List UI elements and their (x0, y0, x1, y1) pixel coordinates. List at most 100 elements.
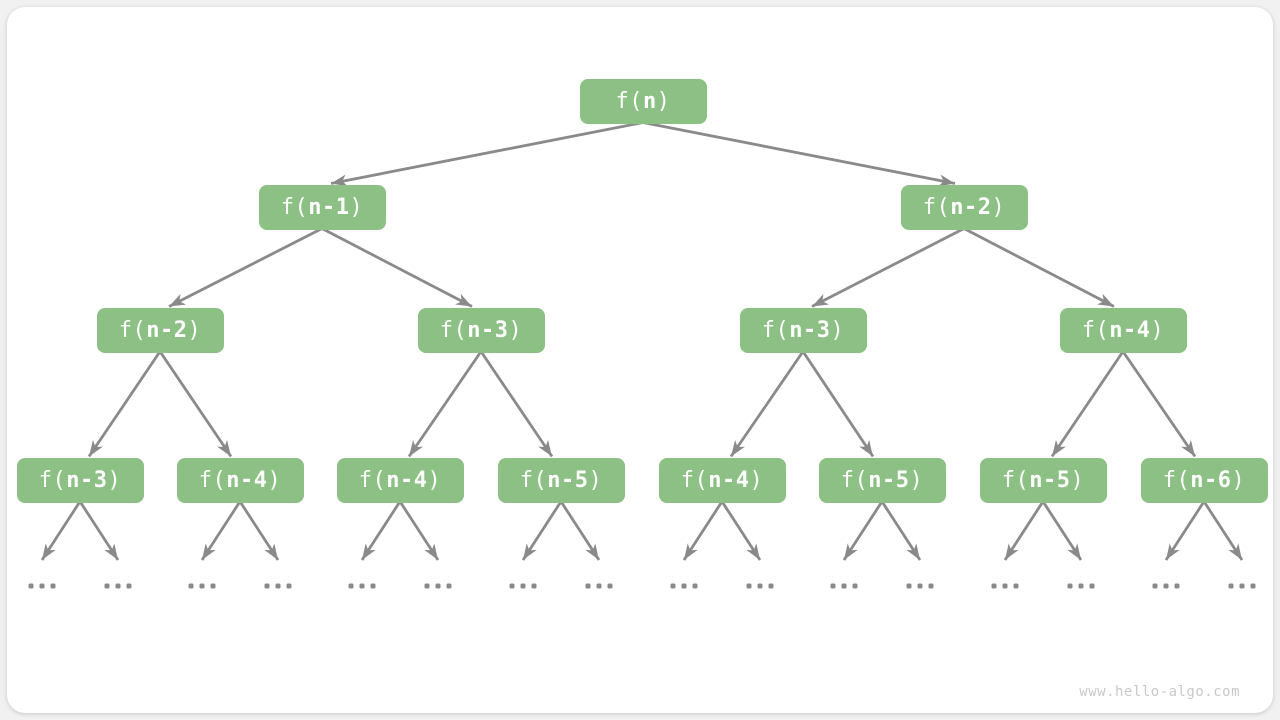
ellipsis (830, 583, 858, 589)
ellipsis-dot (370, 583, 376, 589)
ellipsis-dot (210, 583, 216, 589)
node-label: n (643, 88, 657, 114)
node-label: ) (187, 317, 202, 343)
ellipsis (991, 583, 1019, 589)
node-label: ) (1150, 317, 1165, 343)
ellipsis (1152, 583, 1180, 589)
ellipsis (264, 583, 292, 589)
node-label: f( (615, 88, 643, 114)
ellipsis-dot (264, 583, 270, 589)
node-label: ) (1070, 467, 1085, 493)
tree-node-f-n-3: f(n-3) (739, 307, 867, 353)
ellipsis (188, 583, 216, 589)
node-label: f( (118, 317, 147, 343)
ellipsis-dot (275, 583, 281, 589)
watermark: www.hello-algo.com (1079, 684, 1240, 700)
ellipsis-dot (520, 583, 526, 589)
ellipsis-dot (1002, 583, 1008, 589)
node-label: n-5 (547, 467, 589, 493)
ellipsis (1067, 583, 1095, 589)
node-label: ) (508, 317, 523, 343)
tree-node-f-n-4: f(n-4) (658, 457, 786, 503)
node-label: f( (680, 467, 709, 493)
ellipsis (348, 583, 376, 589)
ellipsis-dot (991, 583, 997, 589)
node-label: n-4 (226, 467, 268, 493)
ellipsis-dot (1067, 583, 1073, 589)
node-label: f( (840, 467, 869, 493)
node-label: n-5 (1029, 467, 1071, 493)
ellipsis-dot (852, 583, 858, 589)
ellipsis (746, 583, 774, 589)
ellipsis-dot (1163, 583, 1169, 589)
node-label: f( (198, 467, 227, 493)
ellipsis-dot (435, 583, 441, 589)
node-label: f( (1081, 317, 1110, 343)
node-label: ) (909, 467, 924, 493)
ellipsis-dot (928, 583, 934, 589)
node-label: ) (991, 194, 1006, 220)
ellipsis-dot (509, 583, 515, 589)
ellipsis-dot (1089, 583, 1095, 589)
node-label: n-3 (66, 467, 108, 493)
ellipsis-dot (1174, 583, 1180, 589)
tree-node-f-n-3: f(n-3) (16, 457, 144, 503)
ellipsis-dot (424, 583, 430, 589)
node-label: f( (38, 467, 67, 493)
node-label: ) (427, 467, 442, 493)
node-label: n-2 (950, 194, 992, 220)
ellipsis-dot (188, 583, 194, 589)
ellipsis-dot (446, 583, 452, 589)
ellipsis (509, 583, 537, 589)
node-label: f( (1001, 467, 1030, 493)
ellipsis-dot (906, 583, 912, 589)
ellipsis-dot (1239, 583, 1245, 589)
ellipsis-dot (1152, 583, 1158, 589)
node-label: ) (830, 317, 845, 343)
node-label: f( (761, 317, 790, 343)
ellipsis-dot (199, 583, 205, 589)
tree-node-f-n: f(n) (579, 78, 707, 124)
node-label: n-4 (708, 467, 750, 493)
node-label: n-3 (789, 317, 831, 343)
tree-node-f-n-5: f(n-5) (497, 457, 625, 503)
ellipsis-dot (768, 583, 774, 589)
ellipsis-dot (596, 583, 602, 589)
tree-node-f-n-4: f(n-4) (336, 457, 464, 503)
node-label: ) (656, 88, 671, 114)
ellipsis-dot (670, 583, 676, 589)
ellipsis-dot (1013, 583, 1019, 589)
ellipsis-dot (104, 583, 110, 589)
ellipsis-dot (28, 583, 34, 589)
ellipsis (906, 583, 934, 589)
ellipsis (670, 583, 698, 589)
node-label: f( (519, 467, 548, 493)
node-label: n-5 (868, 467, 910, 493)
tree-node-f-n-5: f(n-5) (818, 457, 946, 503)
ellipsis-dot (585, 583, 591, 589)
ellipsis-dot (607, 583, 613, 589)
ellipsis (28, 583, 56, 589)
ellipsis-dot (681, 583, 687, 589)
ellipsis (104, 583, 132, 589)
tree-node-f-n-6: f(n-6) (1140, 457, 1268, 503)
ellipsis-dot (1078, 583, 1084, 589)
node-label: ) (107, 467, 122, 493)
node-label: ) (267, 467, 282, 493)
tree-node-f-n-4: f(n-4) (1059, 307, 1187, 353)
node-label: ) (588, 467, 603, 493)
ellipsis-dot (1228, 583, 1234, 589)
ellipsis-dot (757, 583, 763, 589)
tree-node-f-n-1: f(n-1) (258, 184, 386, 230)
node-label: n-3 (467, 317, 509, 343)
node-label: n-2 (146, 317, 188, 343)
tree-node-f-n-4: f(n-4) (176, 457, 304, 503)
node-label: f( (922, 194, 951, 220)
node-label: ) (349, 194, 364, 220)
ellipsis (1228, 583, 1256, 589)
node-label: n-4 (1109, 317, 1151, 343)
ellipsis-dot (692, 583, 698, 589)
node-label: n-4 (386, 467, 428, 493)
node-label: f( (439, 317, 468, 343)
